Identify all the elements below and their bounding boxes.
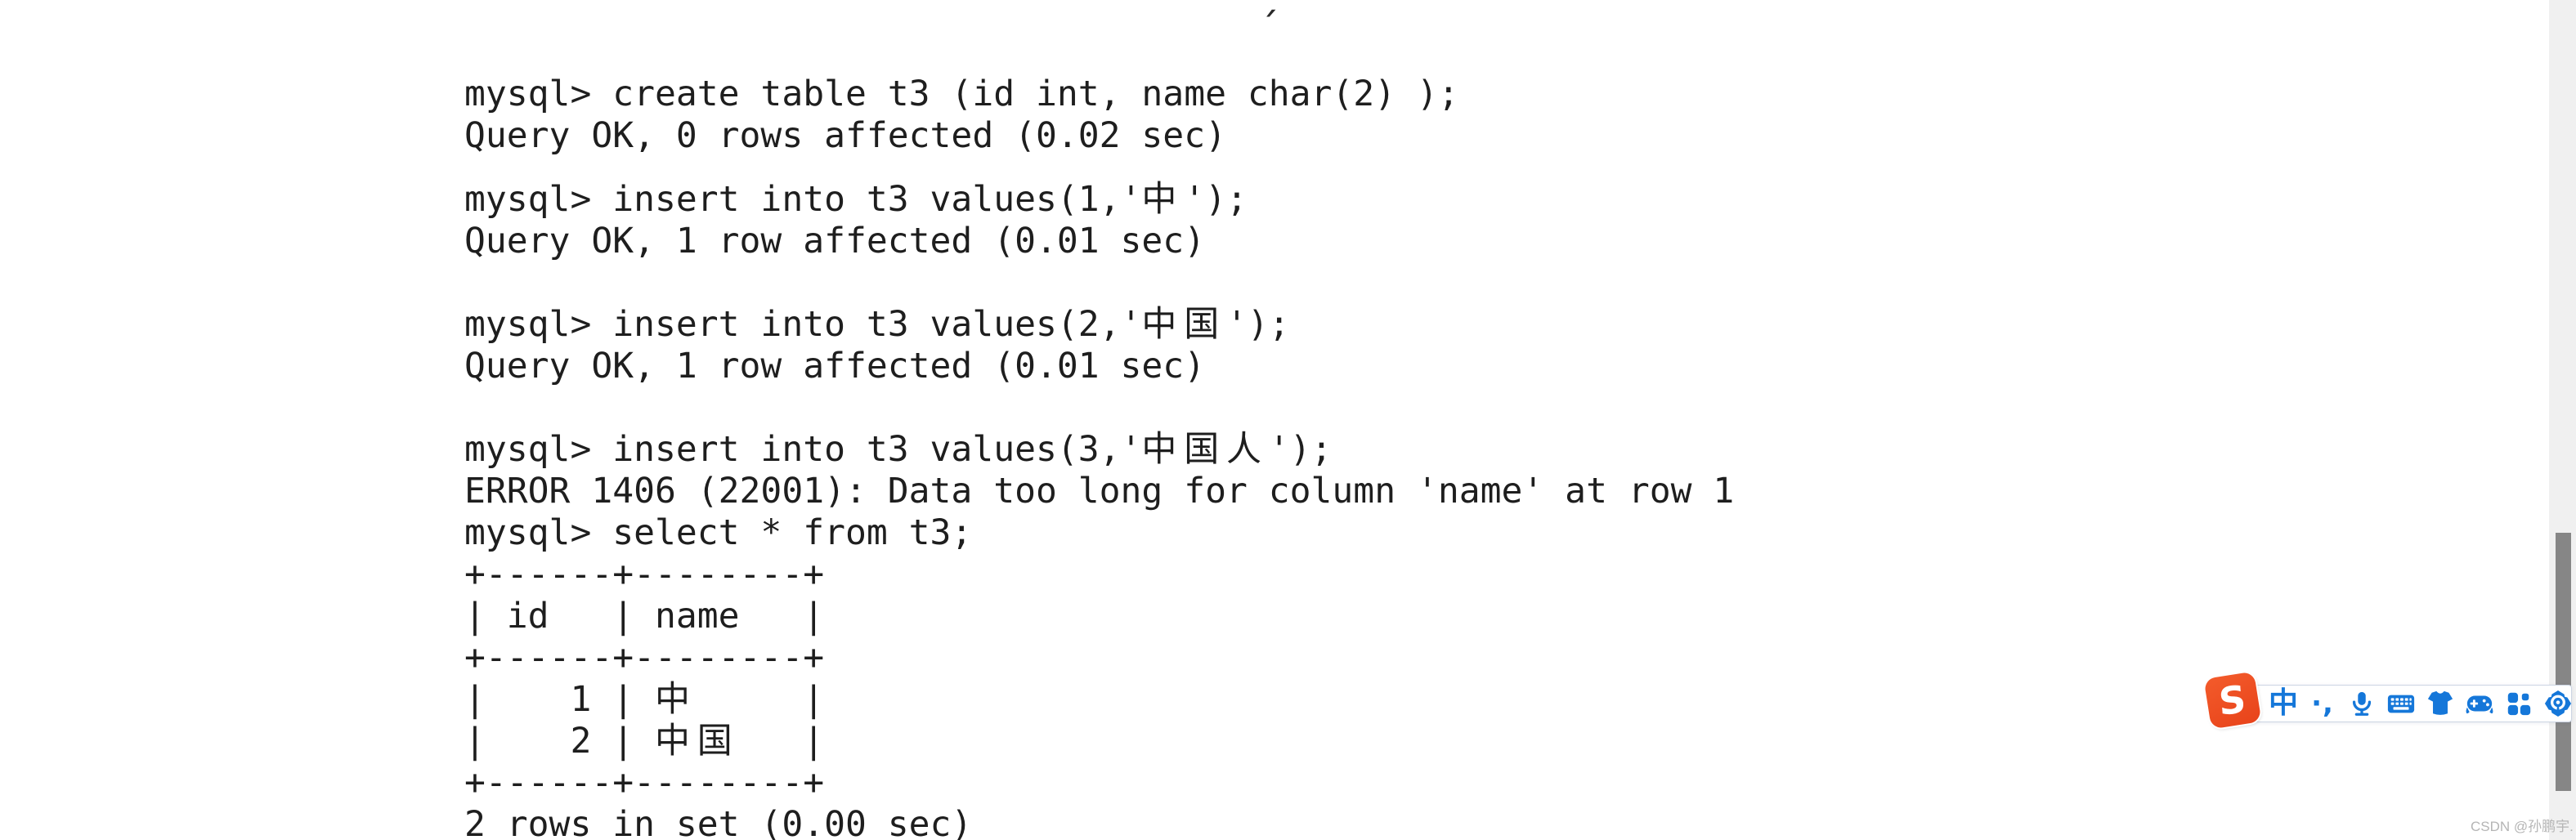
voice-input-button[interactable] (2345, 687, 2378, 720)
sogou-logo-letter: S (2217, 676, 2248, 725)
terminal-line: ERROR 1406 (22001): Data too long for co… (464, 471, 1735, 512)
terminal-line: +------+--------+ (464, 762, 825, 803)
terminal-line: mysql> insert into t3 values(3,'中国人'); (464, 429, 1333, 470)
terminal-line: mysql> insert into t3 values(2,'中国'); (464, 304, 1290, 345)
apps-grid-icon (2507, 692, 2531, 716)
terminal-line: mysql> create table t3 (id int, name cha… (464, 74, 1459, 114)
stray-accent-mark: ´ (1257, 5, 1281, 51)
virtual-keyboard-button[interactable] (2385, 687, 2417, 720)
terminal-line: mysql> insert into t3 values(1,'中'); (464, 179, 1248, 220)
terminal-line: +------+--------+ (464, 554, 825, 595)
terminal-line: Query OK, 1 row affected (0.01 sec) (464, 346, 1206, 386)
terminal-line: Query OK, 1 row affected (0.01 sec) (464, 221, 1206, 261)
terminal-line (464, 387, 1734, 429)
chinese-mode-button[interactable]: 中 (2267, 687, 2300, 720)
terminal-output-block-1: mysql> create table t3 (id int, name cha… (464, 74, 1459, 157)
microphone-icon (2352, 691, 2372, 716)
tshirt-icon (2427, 690, 2453, 715)
punctuation-mode-button[interactable]: ·, (2306, 687, 2339, 720)
csdn-watermark: CSDN @孙鹏宇. (2471, 819, 2574, 834)
terminal-line (464, 262, 1734, 304)
skins-button[interactable] (2424, 687, 2457, 720)
terminal-line: | 2 | 中国 | (464, 721, 825, 762)
terminal-line: 2 rows in set (0.00 sec) (464, 804, 973, 840)
terminal-output-block-2: mysql> insert into t3 values(1,'中');Quer… (464, 179, 1734, 840)
sogou-logo[interactable]: S (2203, 671, 2262, 730)
game-center-button[interactable] (2463, 687, 2496, 720)
terminal-line: | id | name | (464, 596, 825, 637)
punctuation-icon: ·, (2311, 687, 2334, 720)
ime-toolbar: 中 ·, (2229, 685, 2572, 722)
terminal-line: +------+--------+ (464, 637, 825, 678)
keyboard-icon (2387, 695, 2415, 713)
smart-assistant-button[interactable] (2542, 687, 2574, 720)
terminal-line: mysql> select * from t3; (464, 512, 973, 553)
star-pin-icon (2544, 690, 2572, 717)
scrollbar-thumb[interactable] (2556, 533, 2571, 791)
toolbox-button[interactable] (2502, 687, 2535, 720)
terminal-line: Query OK, 0 rows affected (0.02 sec) (464, 115, 1226, 156)
gamepad-icon (2466, 695, 2493, 714)
terminal-line: | 1 | 中 | (464, 679, 825, 720)
chinese-mode-icon: 中 (2268, 686, 2298, 720)
